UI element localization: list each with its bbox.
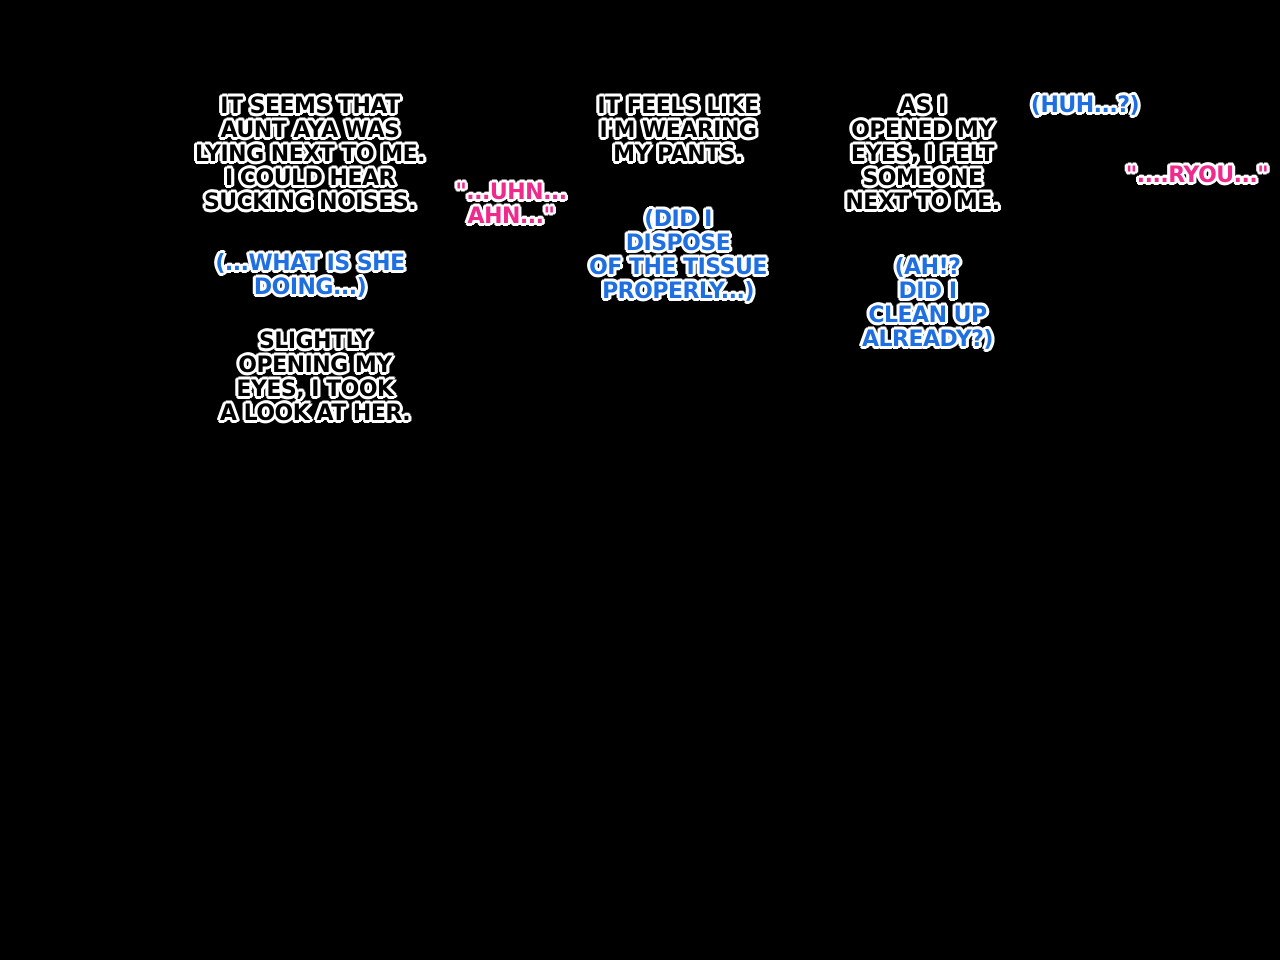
speech-caption: "...Uhn... Ahn..." [455, 180, 567, 229]
thought-caption: (Huh...?) [1030, 93, 1140, 118]
thought-caption: (...What is she doing...) [215, 251, 405, 300]
narration-caption: It feels like I'm wearing my pants. [597, 94, 759, 167]
narration-caption: As I opened my eyes, I felt someone next… [845, 94, 1000, 215]
speech-caption: "....Ryou..." [1125, 163, 1269, 188]
narration-caption: Slightly opening my eyes, I took a look … [219, 329, 411, 426]
thought-caption: (Ah!? Did I clean up already?) [862, 255, 993, 352]
narration-caption: It seems that aunt Aya was lying next to… [194, 94, 426, 215]
thought-caption: (Did I dispose of the tissue properly...… [589, 207, 767, 304]
